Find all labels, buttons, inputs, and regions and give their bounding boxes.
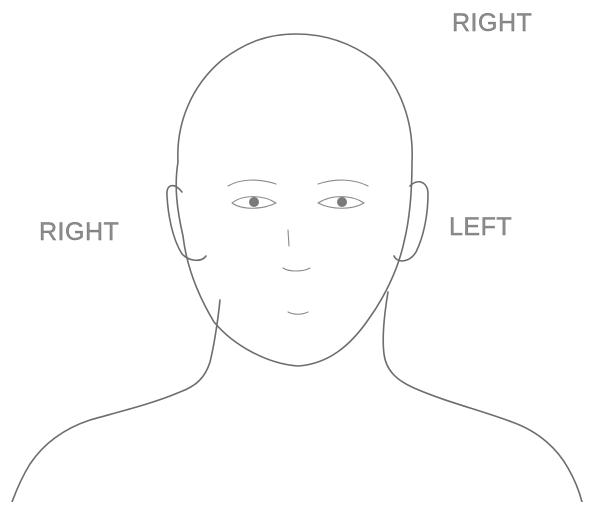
left-eyebrow <box>318 180 368 186</box>
right-iris <box>249 197 259 207</box>
neck-shoulder-right <box>383 292 582 502</box>
label-side-right: RIGHT <box>39 220 119 245</box>
right-ear <box>167 186 206 261</box>
left-iris <box>337 197 347 207</box>
nose <box>283 230 310 271</box>
head-outline <box>176 34 412 366</box>
label-side-left: LEFT <box>449 215 512 240</box>
mouth <box>288 312 308 314</box>
right-eyebrow <box>228 180 276 186</box>
label-top-right: RIGHT <box>452 11 532 36</box>
neck-shoulder-left <box>12 300 220 502</box>
